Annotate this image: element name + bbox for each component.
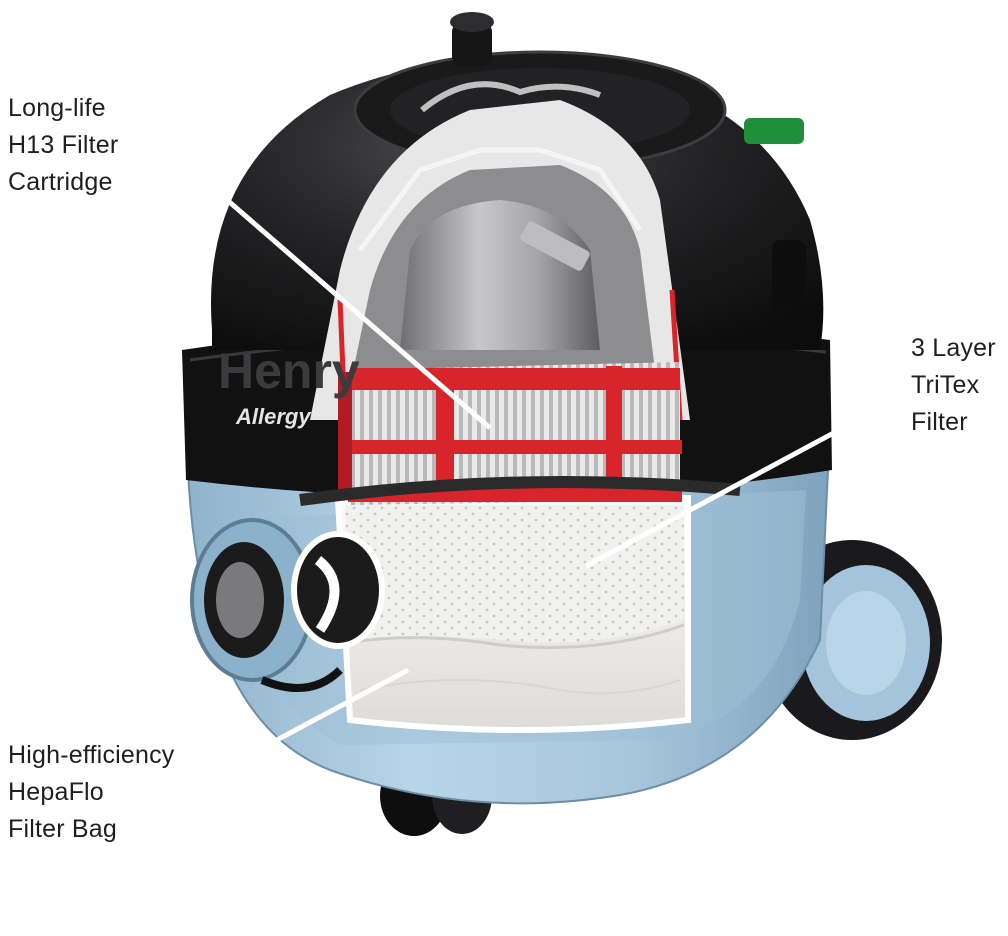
- callout-h13-filter-cartridge: Long-life H13 Filter Cartridge: [8, 90, 118, 201]
- callout-line: 3 Layer: [911, 334, 996, 362]
- h13-filter-cartridge: [338, 362, 682, 505]
- callout-line: Cartridge: [8, 168, 113, 196]
- callout-line: High-efficiency: [8, 741, 175, 769]
- tub-seal-rim: [299, 476, 741, 506]
- callout-line: Filter: [911, 408, 968, 436]
- callout-line: TriTex: [911, 371, 980, 399]
- leader-line-tritex: [584, 390, 910, 569]
- callout-hepaflo-filter-bag: High-efficiency HepaFlo Filter Bag: [8, 737, 175, 848]
- callout-line: Long-life: [8, 94, 106, 122]
- brand-text: Henry: [218, 343, 360, 399]
- callout-line: HepaFlo: [8, 778, 104, 806]
- henry-decal: Henry Allergy: [218, 343, 360, 429]
- callout-line: Filter Bag: [8, 815, 117, 843]
- callout-tritex-filter: 3 Layer TriTex Filter: [911, 330, 996, 441]
- sub-brand-text: Allergy: [235, 404, 312, 429]
- leader-lines: [140, 138, 910, 815]
- filter-bag-cutaway: [334, 494, 691, 733]
- leader-line-cartridge: [156, 138, 492, 430]
- leader-line-bag: [140, 667, 410, 815]
- motor-cutaway: [310, 100, 690, 421]
- callout-line: H13 Filter: [8, 131, 119, 159]
- hose-inlet: [190, 518, 385, 692]
